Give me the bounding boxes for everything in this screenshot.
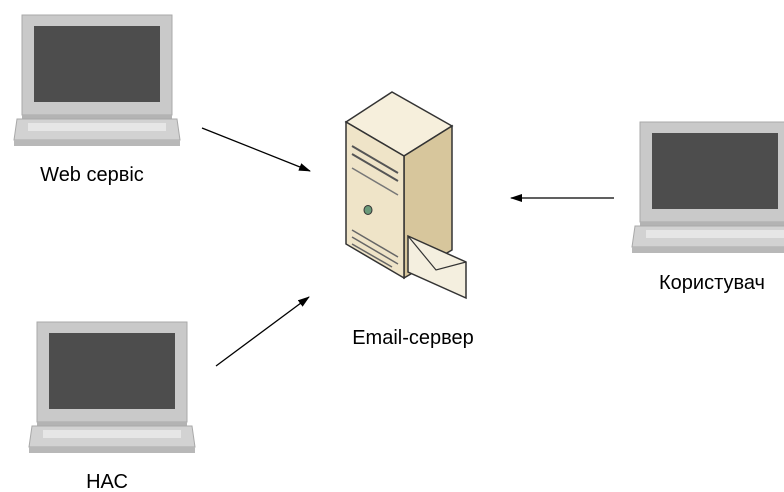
web-service-node: Web сервіс — [13, 14, 181, 186]
laptop-icon — [631, 121, 784, 254]
user-label: Користувач — [659, 272, 765, 294]
server-with-envelope-icon — [344, 91, 467, 300]
arrow-nas-to-server — [215, 296, 310, 367]
nas-label: НАС — [86, 471, 128, 492]
arrow-web-to-server — [201, 127, 311, 172]
laptop-icon — [13, 14, 181, 147]
email-server-label: Email-сервер — [352, 327, 474, 349]
web-service-label: Web сервіс — [40, 164, 144, 186]
envelope-icon — [407, 234, 467, 300]
laptop-icon — [28, 321, 196, 454]
email-server-node: Email-сервер — [344, 91, 474, 349]
nas-node: НАС — [28, 321, 196, 492]
user-node: Користувач — [631, 121, 784, 294]
